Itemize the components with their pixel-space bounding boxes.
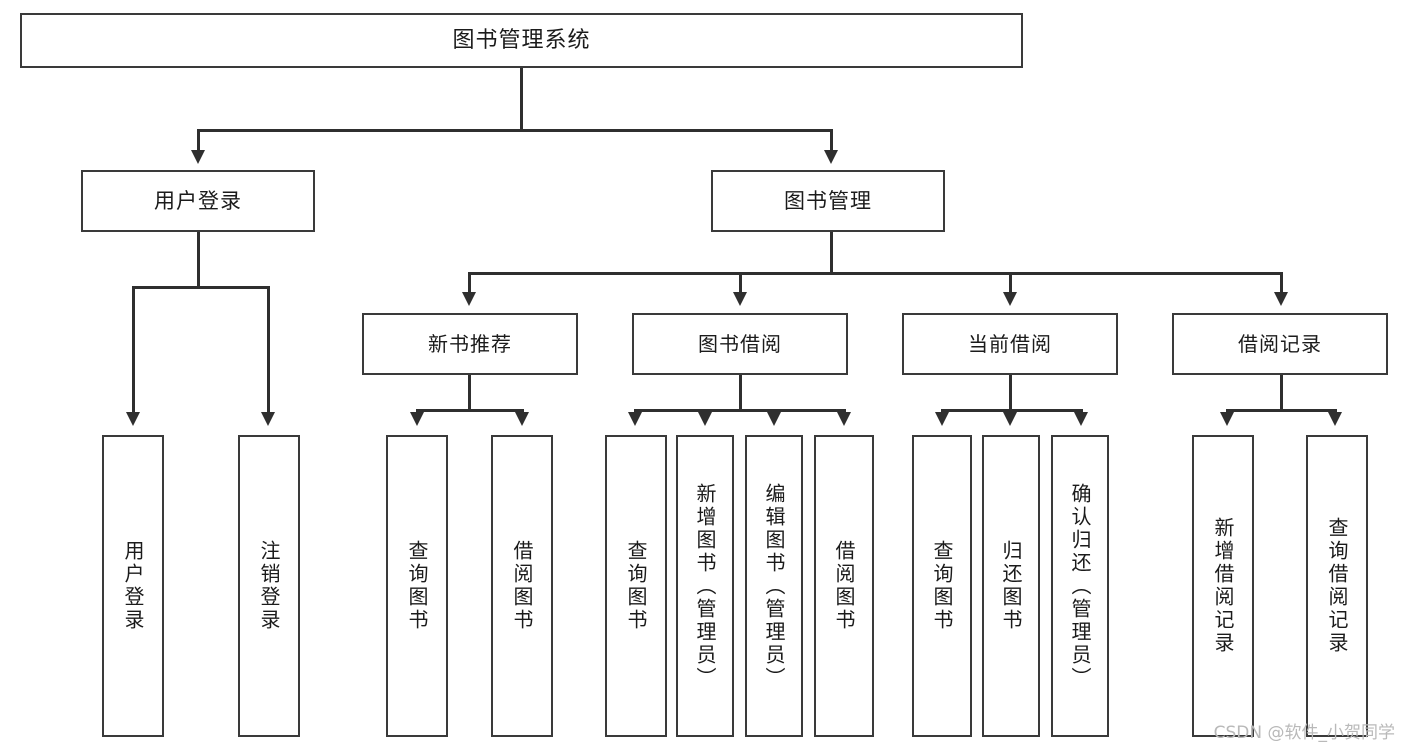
node-leaf-borrow-book-label: 借阅图书 [832, 540, 856, 632]
connector-new-book-rec-bus [416, 409, 524, 412]
arrow-user-login-to-leaf-login [126, 412, 140, 426]
connector-root-stem [520, 68, 523, 131]
node-leaf-query-record-label: 查询借阅记录 [1325, 517, 1349, 655]
connector-borrow-record-stem [1280, 375, 1283, 411]
node-leaf-borrow-book-rec-label: 借阅图书 [510, 540, 534, 632]
node-current-borrow[interactable]: 当前借阅 [902, 313, 1118, 375]
arrow-current-borrow-to-leaf-confirm [1074, 412, 1088, 426]
node-current-borrow-label: 当前借阅 [968, 331, 1052, 356]
node-leaf-add-book-label: 新增图书（管理员） [693, 482, 717, 690]
node-leaf-confirm-return[interactable]: 确认归还（管理员） [1051, 435, 1109, 737]
arrow-new-book-rec-to-leaf-query [410, 412, 424, 426]
node-book-manage[interactable]: 图书管理 [711, 170, 945, 232]
arrow-root-to-user-login [191, 150, 205, 164]
connector-borrow-record-bus [1226, 409, 1337, 412]
connector-user-login-stem [197, 232, 200, 288]
arrow-book-borrow-to-leaf-query [628, 412, 642, 426]
connector-root-bus [197, 129, 833, 132]
connector-book-manage-to-new-book-rec [468, 272, 471, 294]
node-leaf-query-book-current[interactable]: 查询图书 [912, 435, 972, 737]
node-leaf-query-book-current-label: 查询图书 [930, 540, 954, 632]
node-leaf-add-record-label: 新增借阅记录 [1211, 517, 1235, 655]
arrow-borrow-record-to-leaf-add [1220, 412, 1234, 426]
csdn-watermark: CSDN @软件_小贺同学 [1213, 723, 1395, 743]
node-user-login-label: 用户登录 [154, 188, 242, 213]
arrow-book-borrow-to-leaf-add [698, 412, 712, 426]
node-leaf-borrow-book[interactable]: 借阅图书 [814, 435, 874, 737]
connector-user-login-to-leaf-login [132, 286, 135, 414]
node-leaf-add-record[interactable]: 新增借阅记录 [1192, 435, 1254, 737]
node-leaf-return-book-label: 归还图书 [999, 540, 1023, 632]
connector-book-borrow-stem [739, 375, 742, 411]
node-root[interactable]: 图书管理系统 [20, 13, 1023, 68]
arrow-book-borrow-to-leaf-edit [767, 412, 781, 426]
connector-current-borrow-stem [1009, 375, 1012, 411]
arrow-book-manage-to-current-borrow [1003, 292, 1017, 306]
node-leaf-query-book-borrow[interactable]: 查询图书 [605, 435, 667, 737]
node-user-login[interactable]: 用户登录 [81, 170, 315, 232]
arrow-root-to-book-manage [824, 150, 838, 164]
connector-user-login-bus [132, 286, 267, 289]
node-root-label: 图书管理系统 [452, 27, 591, 53]
node-leaf-return-book[interactable]: 归还图书 [982, 435, 1040, 737]
node-new-book-rec-label: 新书推荐 [428, 331, 512, 356]
node-leaf-user-login[interactable]: 用户登录 [102, 435, 164, 737]
arrow-new-book-rec-to-leaf-borrow [515, 412, 529, 426]
node-book-borrow-label: 图书借阅 [698, 331, 782, 356]
connector-book-borrow-bus [634, 409, 845, 412]
connector-root-to-user-login [197, 129, 200, 153]
node-book-borrow[interactable]: 图书借阅 [632, 313, 848, 375]
arrow-current-borrow-to-leaf-return [1003, 412, 1017, 426]
node-borrow-record-label: 借阅记录 [1238, 331, 1322, 356]
connector-user-login-to-leaf-logout [267, 286, 270, 414]
node-leaf-query-book-rec[interactable]: 查询图书 [386, 435, 448, 737]
node-leaf-query-record[interactable]: 查询借阅记录 [1306, 435, 1368, 737]
node-leaf-confirm-return-label: 确认归还（管理员） [1068, 482, 1092, 690]
connector-current-borrow-bus [941, 409, 1082, 412]
node-borrow-record[interactable]: 借阅记录 [1172, 313, 1388, 375]
arrow-book-manage-to-book-borrow [733, 292, 747, 306]
arrow-book-manage-to-new-book-rec [462, 292, 476, 306]
node-leaf-edit-book[interactable]: 编辑图书（管理员） [745, 435, 803, 737]
node-leaf-borrow-book-rec[interactable]: 借阅图书 [491, 435, 553, 737]
connector-new-book-rec-stem [468, 375, 471, 411]
connector-book-manage-stem [830, 232, 833, 274]
connector-book-manage-to-current-borrow [1009, 272, 1012, 294]
node-leaf-query-book-rec-label: 查询图书 [405, 540, 429, 632]
connector-root-to-book-manage [830, 129, 833, 153]
arrow-book-borrow-to-leaf-borrow [837, 412, 851, 426]
node-leaf-logout[interactable]: 注销登录 [238, 435, 300, 737]
connector-book-manage-bus [468, 272, 1282, 275]
connector-book-manage-to-book-borrow [739, 272, 742, 294]
arrow-user-login-to-leaf-logout [261, 412, 275, 426]
arrow-book-manage-to-borrow-record [1274, 292, 1288, 306]
node-leaf-query-book-borrow-label: 查询图书 [624, 540, 648, 632]
node-leaf-add-book[interactable]: 新增图书（管理员） [676, 435, 734, 737]
node-leaf-user-login-label: 用户登录 [121, 540, 145, 632]
connector-book-manage-to-borrow-record [1280, 272, 1283, 294]
arrow-current-borrow-to-leaf-query [935, 412, 949, 426]
node-new-book-rec[interactable]: 新书推荐 [362, 313, 578, 375]
node-leaf-logout-label: 注销登录 [257, 540, 281, 632]
node-book-manage-label: 图书管理 [784, 188, 872, 213]
node-leaf-edit-book-label: 编辑图书（管理员） [762, 482, 786, 690]
arrow-borrow-record-to-leaf-query [1328, 412, 1342, 426]
